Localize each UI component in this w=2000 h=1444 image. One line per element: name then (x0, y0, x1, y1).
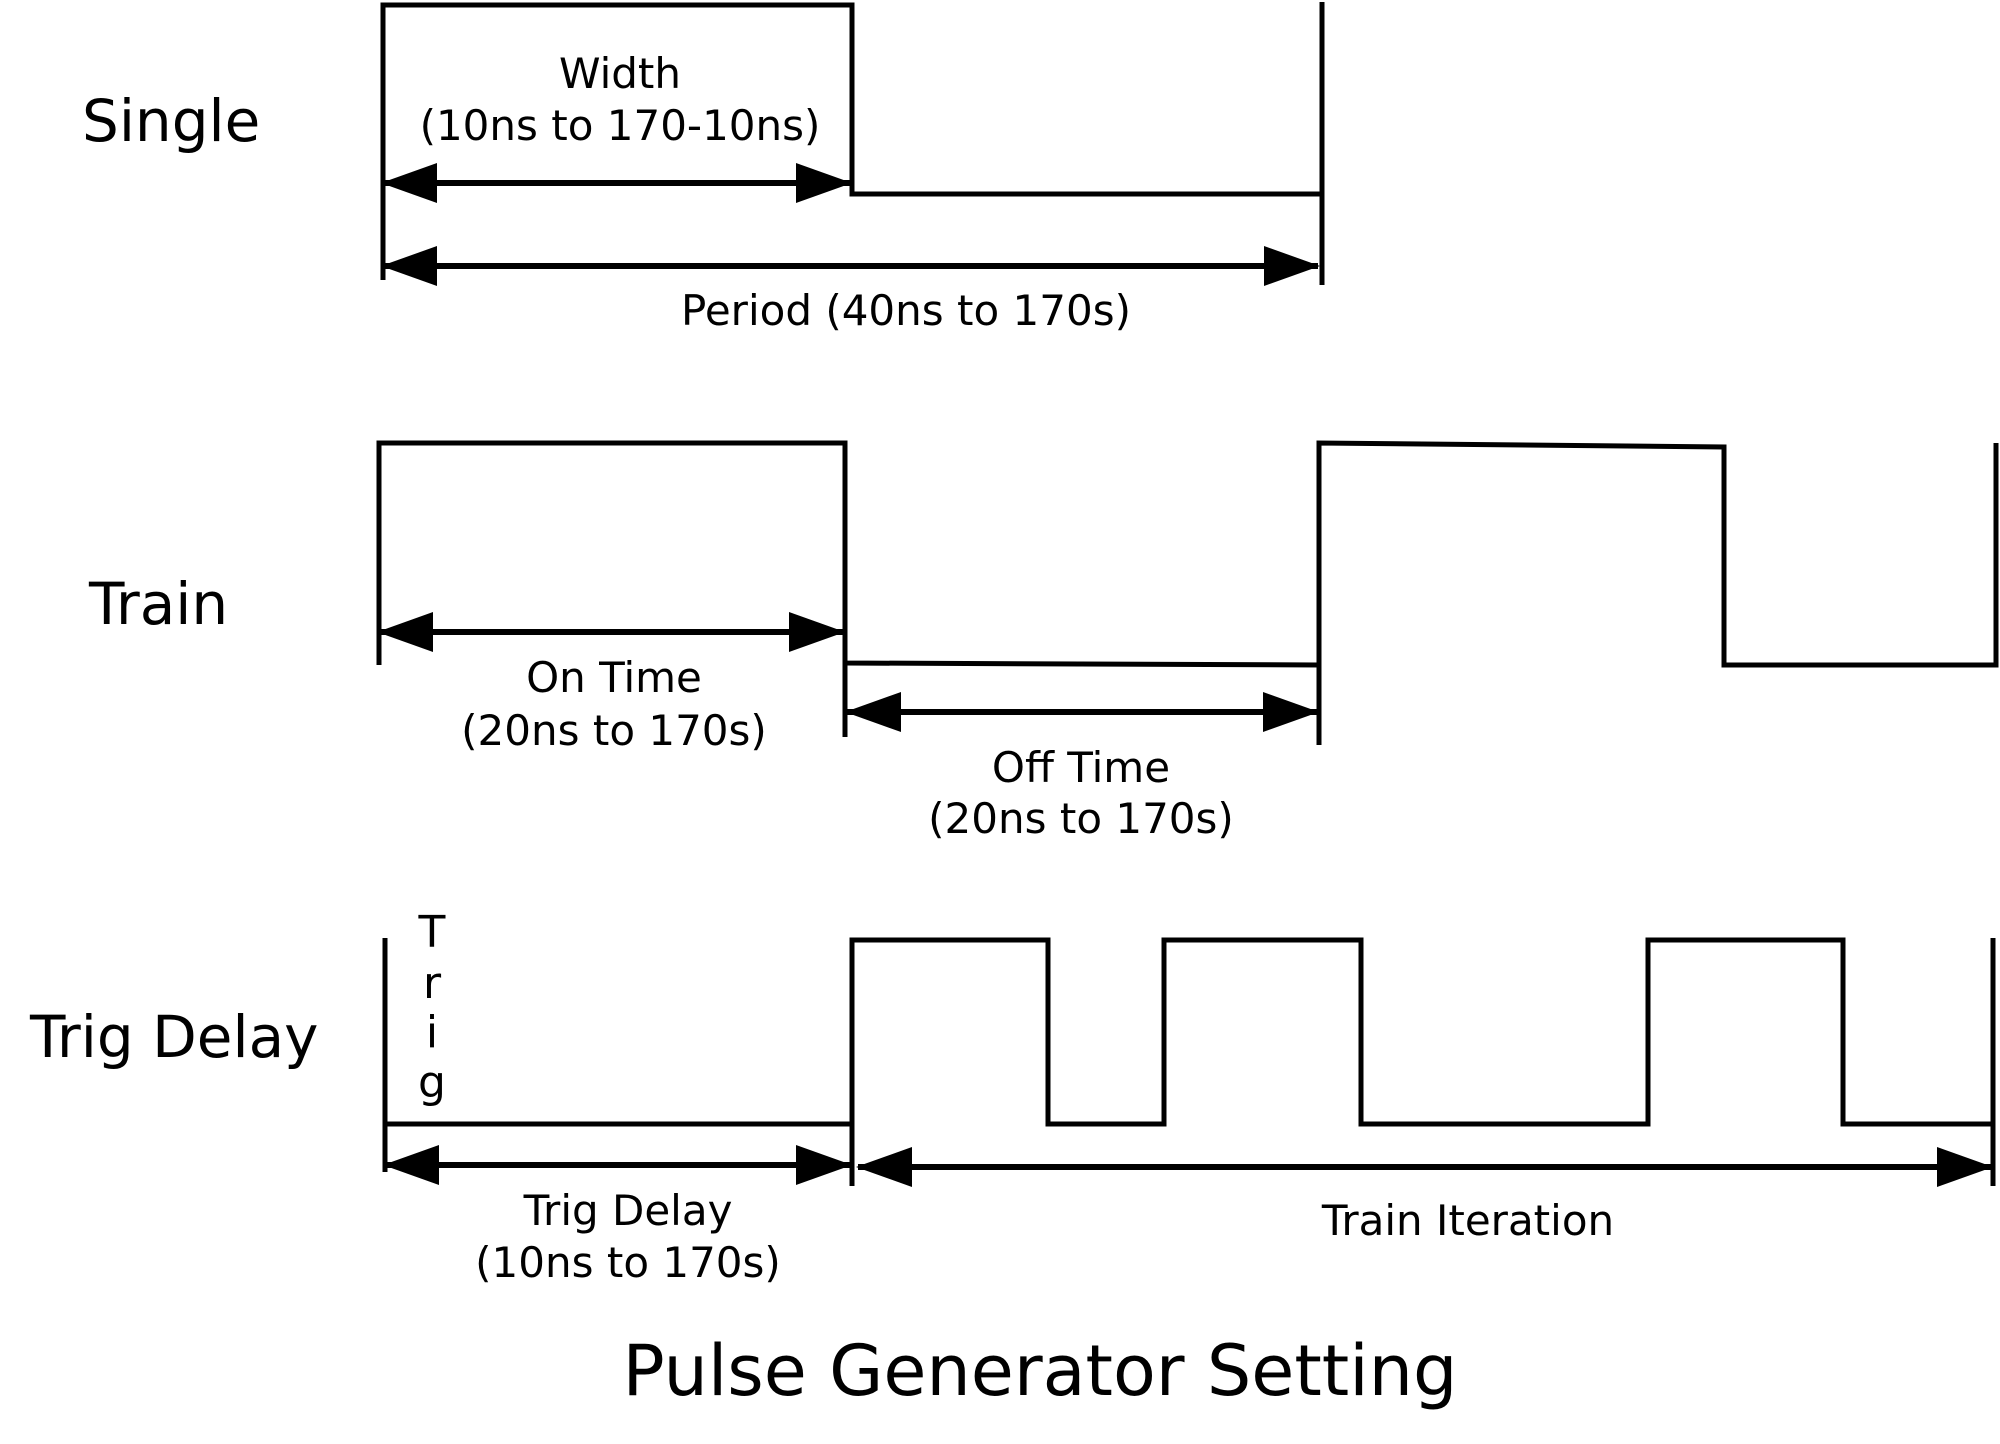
trig-delay-row: Trig Delay T r i g Trig Delay (10ns to 1… (29, 907, 1996, 1287)
single-row: Single Width (10ns to 170-10ns) Period (… (82, 2, 1325, 335)
on-time-range-label: (20ns to 170s) (461, 706, 767, 755)
trig-delay-waveform (385, 937, 1993, 1127)
train-row: Train On Time (20ns to 170s) Off Time (2… (88, 440, 1999, 843)
trig-delay-row-label: Trig Delay (29, 1003, 318, 1071)
trig-delay-label: Trig Delay (523, 1186, 733, 1235)
diagram-title: Pulse Generator Setting (623, 1330, 1458, 1412)
trig-letter-g: g (418, 1057, 446, 1108)
trig-delay-range-label: (10ns to 170s) (475, 1238, 781, 1287)
width-label: Width (559, 49, 681, 98)
trig-letter-t: T (418, 907, 446, 958)
off-time-range-label: (20ns to 170s) (928, 794, 1234, 843)
on-time-label: On Time (526, 653, 702, 702)
width-range-label: (10ns to 170-10ns) (420, 101, 821, 150)
single-row-label: Single (82, 87, 260, 155)
off-time-label: Off Time (992, 743, 1170, 792)
train-iteration-label: Train Iteration (1321, 1196, 1614, 1245)
train-row-label: Train (88, 570, 228, 638)
train-waveform (376, 440, 1999, 668)
period-label: Period (40ns to 170s) (681, 286, 1131, 335)
trig-letter-r: r (423, 958, 442, 1009)
trig-letter-i: i (426, 1007, 438, 1058)
